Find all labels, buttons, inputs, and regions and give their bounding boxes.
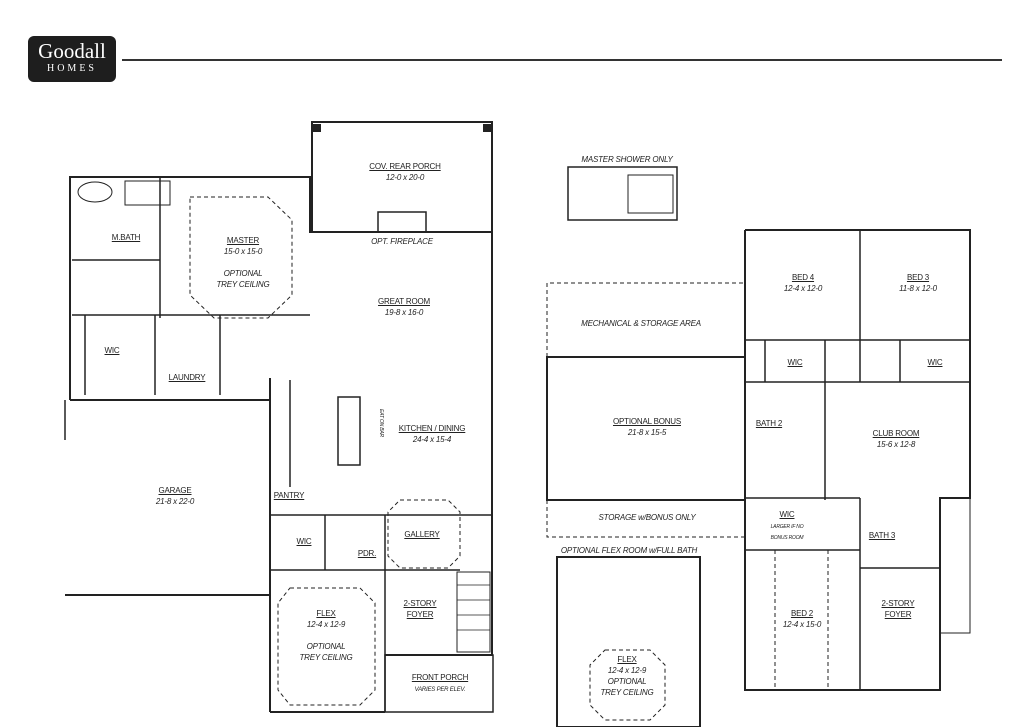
room-name: COV. REAR PORCH (369, 162, 441, 171)
second-floor-walls (546, 166, 971, 727)
wic-c-label: WIC LARGER IF NO BONUS ROOM (771, 509, 804, 542)
bed3-label: BED 3 11-8 x 12-0 (899, 272, 937, 294)
room-note: OPTIONAL (306, 642, 346, 651)
pantry-label: PANTRY (274, 490, 305, 501)
room-name: CLUB ROOM (872, 429, 920, 438)
room-size: 15-0 x 15-0 (223, 247, 263, 256)
room-note: TREY CEILING (600, 688, 654, 697)
room-name: FOYER (406, 610, 434, 619)
room-name: M.BATH (111, 233, 141, 242)
room-name: 2-STORY (403, 599, 437, 608)
room-name: WIC (296, 537, 312, 546)
room-name: FOYER (884, 610, 912, 619)
room-size: 24-4 x 15-4 (412, 435, 452, 444)
bath2-label: BATH 2 (756, 418, 782, 429)
mechanical-label: MECHANICAL & STORAGE AREA (581, 319, 701, 328)
room-name: BED 4 (791, 273, 815, 282)
room-name: BATH 2 (755, 419, 783, 428)
room-name: GARAGE (158, 486, 192, 495)
room-name: WIC (927, 358, 943, 367)
room-note: OPTIONAL (223, 269, 263, 278)
room-size: 12-4 x 12-9 (607, 666, 647, 675)
laundry-label: LAUNDRY (169, 372, 206, 383)
great-room-label: GREAT ROOM 19-8 x 16-0 (378, 296, 430, 318)
wic-b-label: WIC (928, 357, 943, 368)
kitchen-label: KITCHEN / DINING 24-4 x 15-4 (399, 423, 466, 445)
room-note: TREY CEILING (216, 280, 270, 289)
front-porch-label: FRONT PORCH VARIES PER ELEV. (411, 672, 469, 696)
logo-name: Goodall (38, 39, 106, 63)
garage-label: GARAGE 21-8 x 22-0 (156, 485, 194, 507)
room-size: 19-8 x 16-0 (384, 308, 424, 317)
first-floor-walls (64, 121, 494, 713)
room-note: LARGER IF NO (770, 524, 804, 530)
room-size: 21-8 x 15-5 (627, 428, 667, 437)
room-name: GREAT ROOM (378, 297, 430, 306)
optional-flex-title: OPTIONAL FLEX ROOM w/FULL BATH (560, 546, 698, 555)
room-name: WIC (104, 346, 120, 355)
room-size: 12-4 x 12-0 (783, 284, 823, 293)
room-name: PDR. (357, 549, 377, 558)
room-name: FRONT PORCH (411, 673, 469, 682)
eat-on-bar-label: EAT ON BAR (377, 409, 384, 437)
storage-label: STORAGE w/BONUS ONLY (598, 513, 696, 522)
room-note: VARIES PER ELEV. (414, 687, 466, 693)
header-rule (122, 59, 1002, 61)
room-name: GALLERY (404, 530, 440, 539)
wic-label: WIC (105, 345, 120, 356)
club-room-label: CLUB ROOM 15-6 x 12-8 (873, 428, 920, 450)
bed2-label: BED 2 12-4 x 15-0 (783, 608, 821, 630)
room-size: 15-6 x 12-8 (876, 440, 916, 449)
fireplace-label: OPT. FIREPLACE (371, 237, 433, 246)
gallery-label: GALLERY (404, 529, 440, 540)
bonus-label: OPTIONAL BONUS 21-8 x 15-5 (613, 416, 681, 438)
goodall-homes-logo: Goodall HOMES (28, 36, 116, 82)
rear-porch-label: COV. REAR PORCH 12-0 x 20-0 (369, 161, 441, 183)
room-size: 21-8 x 22-0 (155, 497, 195, 506)
powder-label: PDR. (357, 548, 377, 559)
foyer-2-label: 2-STORY FOYER (882, 598, 915, 620)
room-name: LAUNDRY (168, 373, 206, 382)
room-name: BATH 3 (868, 531, 896, 540)
master-bath-label: M.BATH (111, 232, 141, 243)
room-size: 12-4 x 15-0 (782, 620, 822, 629)
room-name: WIC (779, 510, 795, 519)
room-note: OPTIONAL (607, 677, 647, 686)
bed4-label: BED 4 12-4 x 12-0 (784, 272, 822, 294)
foyer-label: 2-STORY FOYER (404, 598, 437, 620)
room-name: BED 2 (790, 609, 814, 618)
bath3-label: BATH 3 (869, 530, 895, 541)
room-size: 12-0 x 20-0 (385, 173, 425, 182)
room-name: OPTIONAL BONUS (612, 417, 682, 426)
room-name: FLEX (617, 655, 637, 664)
room-name: PANTRY (273, 491, 305, 500)
wic-a-label: WIC (788, 357, 803, 368)
room-size: 11-8 x 12-0 (899, 284, 937, 293)
room-name: 2-STORY (881, 599, 915, 608)
room-name: BED 3 (906, 273, 930, 282)
wic-2-label: WIC (297, 536, 312, 547)
room-name: FLEX (316, 609, 336, 618)
room-note: BONUS ROOM (770, 535, 804, 541)
master-shower-label: MASTER SHOWER ONLY (581, 155, 673, 164)
logo-sub: HOMES (46, 63, 97, 74)
room-name: MASTER (226, 236, 260, 245)
room-note: TREY CEILING (299, 653, 353, 662)
room-size: 12-4 x 12-9 (306, 620, 346, 629)
room-name: KITCHEN / DINING (398, 424, 466, 433)
room-name: WIC (787, 358, 803, 367)
